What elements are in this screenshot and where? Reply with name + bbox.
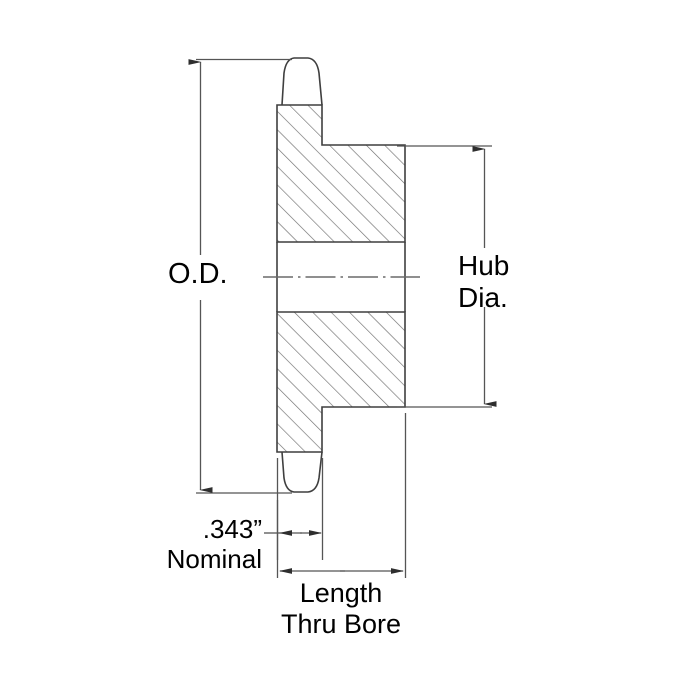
od-dimension-label: O.D. [168, 258, 228, 290]
ltb-label-line-2: Thru Bore [280, 609, 402, 640]
hub-dimension-group [397, 145, 497, 408]
nominal-label-line-2: Nominal [166, 544, 262, 575]
nominal-label-line-1: .343” [202, 514, 262, 544]
hub-label-line-1: Hub [458, 250, 510, 281]
nominal-dimension-group [264, 458, 324, 560]
tooth-top-profile [281, 57, 323, 106]
od-dimension-group [188, 58, 292, 494]
lower-section-hatch [277, 312, 405, 452]
ltb-dimension-group [276, 413, 407, 578]
hub-label-line-2: Dia. [458, 282, 508, 314]
ltb-label-line-1: Length [299, 578, 383, 608]
nominal-dimension-label: .343”Nominal [150, 514, 262, 574]
upper-section-hatch [277, 105, 405, 242]
section-hatching-group [277, 105, 405, 452]
tooth-bottom-profile [281, 451, 323, 493]
